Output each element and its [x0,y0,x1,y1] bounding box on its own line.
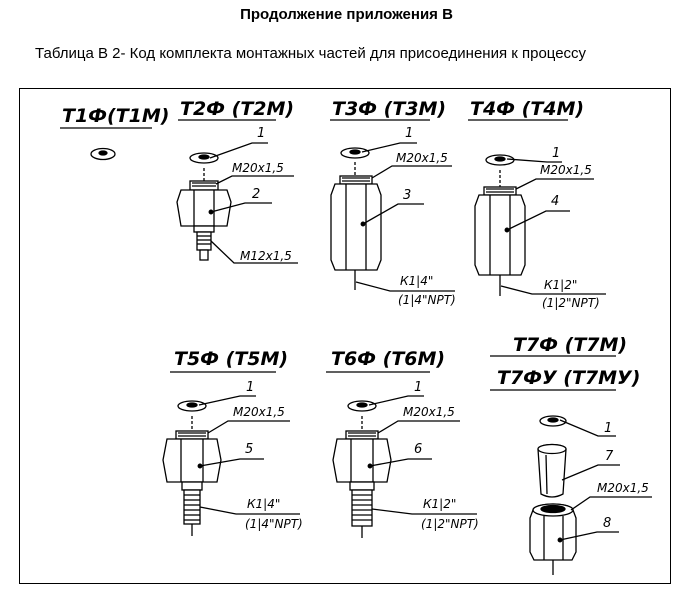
gasket-icon [189,152,219,164]
adapter-4-icon [474,170,526,296]
kit-t3: Т3Ф (Т3М) 1 М20х1,5 3 К1|4" (1|4"NPT) [330,98,456,307]
kit-t2-part2-label: 2 [252,187,260,202]
kit-t7-code-2: Т7ФУ (Т7МУ) [497,367,640,389]
kit-t5: Т5Ф (Т5М) 1 М20х1,5 5 К1|4" (1|4"NPT) [162,348,303,536]
kit-t1: Т1Ф(Т1М) [60,105,169,161]
appendix-heading: Продолжение приложения В [240,6,453,23]
kit-t3-part1-label: 1 [405,126,413,141]
kit-t4: Т4Ф (Т4М) 1 М20х1,5 4 К1|2" (1|2"NPT) [468,98,606,310]
kit-t2-part1-label: 1 [257,126,265,141]
kit-t3-thread-line2-label: (1|4"NPT) [398,293,456,307]
kit-t6-thread-line1-label: К1|2" [423,497,456,511]
adapter-2-icon [176,168,232,261]
kit-t4-part1-label: 1 [552,146,560,161]
kit-t5-thread-line1-label: К1|4" [247,497,280,511]
gasket-icon [90,147,116,161]
kit-t5-thread-line2-label: (1|4"NPT) [245,517,303,531]
kit-t6-thread-top-label: М20х1,5 [403,405,455,419]
kit-t3-part3-label: 3 [403,188,411,203]
kit-t5-thread-top-label: М20х1,5 [233,405,285,419]
kit-t3-code: Т3Ф (Т3М) [332,98,446,120]
nut-8-icon [529,503,577,575]
kit-t2: Т2Ф (Т2М) 1 М20х1,5 2 М12х1,5 [176,98,298,264]
kit-t7-code: Т7Ф (Т7М) [513,334,627,356]
kit-t4-thread-top-label: М20х1,5 [540,163,592,177]
kit-t3-thread-top-label: М20х1,5 [396,151,448,165]
kit-t5-part5-label: 5 [245,442,253,457]
kit-t2-thread-bottom-label: М12х1,5 [240,249,292,263]
kit-t7-part8-label: 8 [603,516,611,531]
table-frame [19,88,671,584]
kit-t6-part6-label: 6 [414,442,422,457]
kit-t2-code: Т2Ф (Т2М) [180,98,294,120]
kit-t3-thread-line1-label: К1|4" [400,274,433,288]
kit-t4-thread-line2-label: (1|2"NPT) [542,296,600,310]
kit-t5-code: Т5Ф (Т5М) [174,348,288,370]
adapter-6-icon [332,416,392,538]
gasket-icon [177,400,207,412]
gasket-icon [539,415,567,427]
kit-t7-part1-label: 1 [604,421,612,436]
kit-t2-thread-top-label: М20х1,5 [232,161,284,175]
adapter-5-icon [162,416,222,536]
kit-t4-thread-line1-label: К1|2" [544,278,577,292]
kit-t7-thread-top-label: М20х1,5 [597,481,649,495]
gasket-icon [347,400,377,412]
sleeve-7-icon [537,443,567,498]
gasket-icon [340,147,370,159]
gasket-icon [485,154,515,166]
kit-t5-part1-label: 1 [246,380,254,395]
kit-t7-part7-label: 7 [605,449,614,464]
adapter-3-icon [330,162,382,290]
kit-t6: Т6Ф (Т6М) 1 М20х1,5 6 К1|2" (1|2"NPT) [326,348,479,538]
kit-t7: Т7Ф (Т7М) Т7ФУ (Т7МУ) 1 7 М20х1,5 [490,334,652,575]
kit-t6-part1-label: 1 [414,380,422,395]
kit-t1-code: Т1Ф(Т1М) [62,105,169,127]
kit-t6-thread-line2-label: (1|2"NPT) [421,517,479,531]
kit-t4-part4-label: 4 [551,194,559,209]
table-caption: Таблица В 2- Код комплекта монтажных час… [35,45,587,62]
kit-t6-code: Т6Ф (Т6М) [331,348,445,370]
kit-t4-code: Т4Ф (Т4М) [470,98,584,120]
